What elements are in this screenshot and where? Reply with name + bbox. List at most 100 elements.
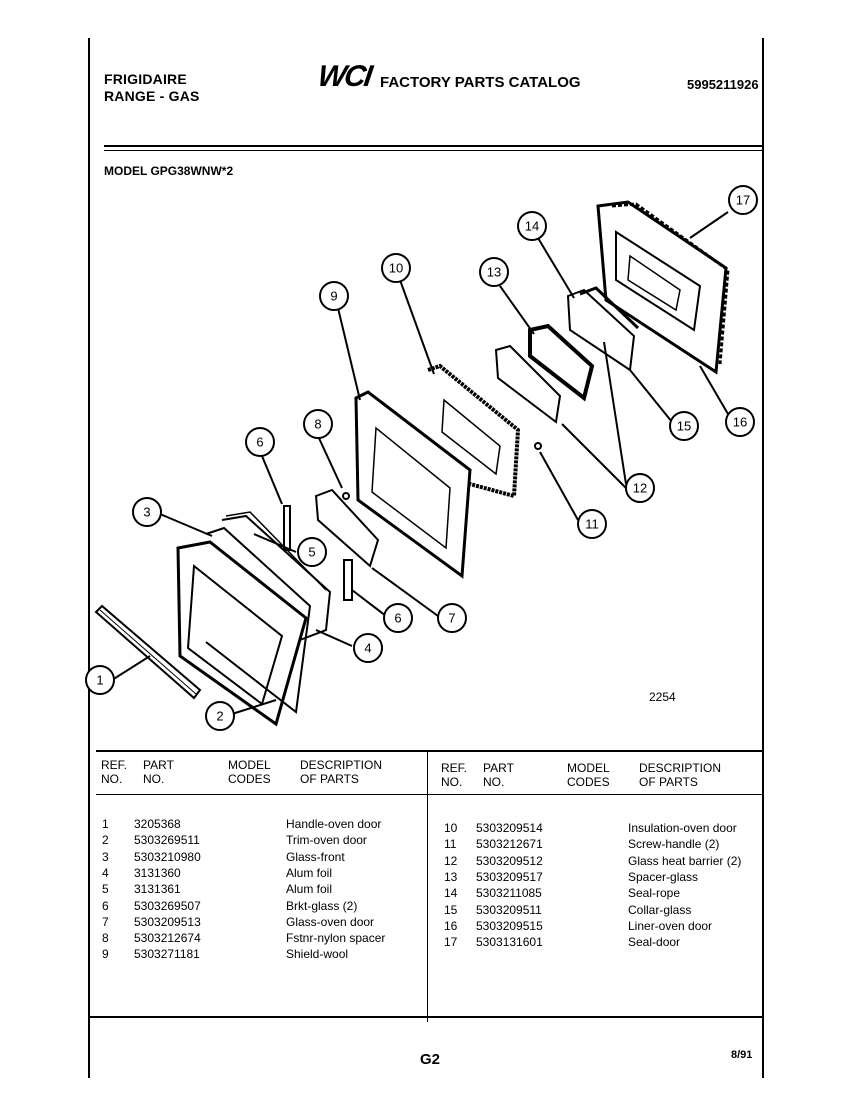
callout-label: 17 [736, 193, 750, 208]
row-part-number: 5303271181 [134, 947, 200, 962]
row-ref: 12 [444, 853, 458, 868]
page-frame [88, 38, 764, 1078]
row-ref: 9 [102, 947, 109, 962]
header-underline-right [428, 794, 764, 795]
row-description: Glass-oven door [286, 914, 375, 929]
row-ref: 2 [102, 833, 109, 848]
row-description: Fstnr-nylon spacer [286, 931, 386, 946]
row-description: Shield-wool [286, 947, 349, 962]
catalog-title: FACTORY PARTS CATALOG [380, 74, 581, 91]
callout-14 [517, 211, 547, 241]
brand-block: FRIGIDAIRE RANGE - GAS [104, 71, 200, 105]
callout-label: 14 [525, 219, 539, 234]
page-number: G2 [420, 1051, 441, 1068]
callout-13 [479, 257, 509, 287]
wci-logo: WCI [315, 60, 373, 93]
row-part-number: 5303209514 [476, 821, 543, 835]
revision-date: 8/91 [731, 1049, 753, 1061]
part-foil-5 [225, 511, 327, 591]
model-label: MODEL GPG38WNW*2 [104, 164, 234, 178]
callout-label: 13 [487, 265, 501, 280]
part-glass-heat-barrier [494, 344, 562, 424]
callout-12 [625, 473, 655, 503]
part-seal-rope [566, 288, 636, 372]
callout-label: 6 [256, 435, 263, 450]
row-part-number: 5303211085 [476, 886, 542, 901]
callout-label: 10 [389, 261, 403, 276]
part-spacer [342, 492, 350, 500]
part-glass-front [205, 526, 312, 714]
part-insulation [427, 363, 521, 499]
part-seal-door [611, 202, 730, 365]
row-part-number: 3205368 [134, 817, 181, 831]
part-collar [579, 286, 640, 330]
part-glass-oven-door [314, 488, 380, 568]
callout-label: 15 [677, 419, 691, 434]
part-shield [354, 390, 472, 579]
part-bracket-a [283, 505, 291, 551]
callout-1 [85, 665, 115, 695]
row-description: Collar-glass [628, 902, 692, 917]
table-top-rule [96, 750, 764, 752]
part-screw [534, 442, 542, 450]
callout-label: 6 [394, 611, 401, 626]
row-part-number: 3131361 [134, 882, 181, 897]
callout-label: 11 [585, 517, 599, 532]
callout-label: 2 [216, 709, 223, 724]
row-ref: 1 [102, 817, 109, 831]
callout-label: 5 [308, 545, 315, 560]
row-description: Glass-front [286, 849, 345, 864]
part-liner [596, 200, 728, 375]
part-bracket-b [343, 559, 353, 601]
row-ref: 14 [444, 886, 458, 901]
row-ref: 4 [102, 865, 109, 880]
callout-label: 4 [364, 641, 371, 656]
callout-label: 3 [143, 505, 150, 520]
row-ref: 10 [444, 821, 458, 835]
row-description: Alum foil [286, 865, 333, 880]
part-trim [176, 540, 308, 727]
row-ref: 7 [102, 914, 109, 929]
row-description: Alum foil [286, 882, 333, 897]
row-part-number: 5303212671 [476, 837, 543, 852]
row-description: Seal-rope [628, 886, 681, 901]
header-ref-left: REF.NO. [101, 758, 128, 786]
figure-number: 2254 [649, 690, 676, 704]
table-bottom-rule [88, 1016, 764, 1018]
row-ref: 6 [102, 898, 109, 913]
row-description: Liner-oven door [628, 918, 713, 933]
callout-label: 8 [314, 417, 321, 432]
document-number: 5995211926 [687, 77, 759, 92]
callout-9 [319, 281, 349, 311]
callout-2 [205, 701, 235, 731]
part-handle [94, 604, 202, 700]
row-description: Trim-oven door [286, 833, 367, 848]
row-ref: 13 [444, 869, 458, 884]
row-part-number: 5303209513 [134, 914, 201, 929]
row-part-number: 5303209515 [476, 918, 543, 933]
row-ref: 17 [444, 935, 458, 950]
header-rule [104, 145, 764, 147]
callout-5 [297, 537, 327, 567]
callout-label: 16 [733, 415, 747, 430]
callout-3 [132, 497, 162, 527]
callout-15 [669, 411, 699, 441]
callout-label: 1 [96, 673, 103, 688]
header-rule-thin [104, 150, 764, 151]
row-part-number: 5303131601 [476, 935, 543, 950]
row-description: Insulation-oven door [628, 821, 737, 835]
table-column-divider [427, 752, 428, 1022]
callout-label: 9 [330, 289, 337, 304]
callout-label: 12 [633, 481, 647, 496]
row-part-number: 5303209512 [476, 853, 543, 868]
callout-8 [303, 409, 333, 439]
row-ref: 15 [444, 902, 458, 917]
callout-16 [725, 407, 755, 437]
header-ref-right: REF.NO. [441, 761, 468, 789]
